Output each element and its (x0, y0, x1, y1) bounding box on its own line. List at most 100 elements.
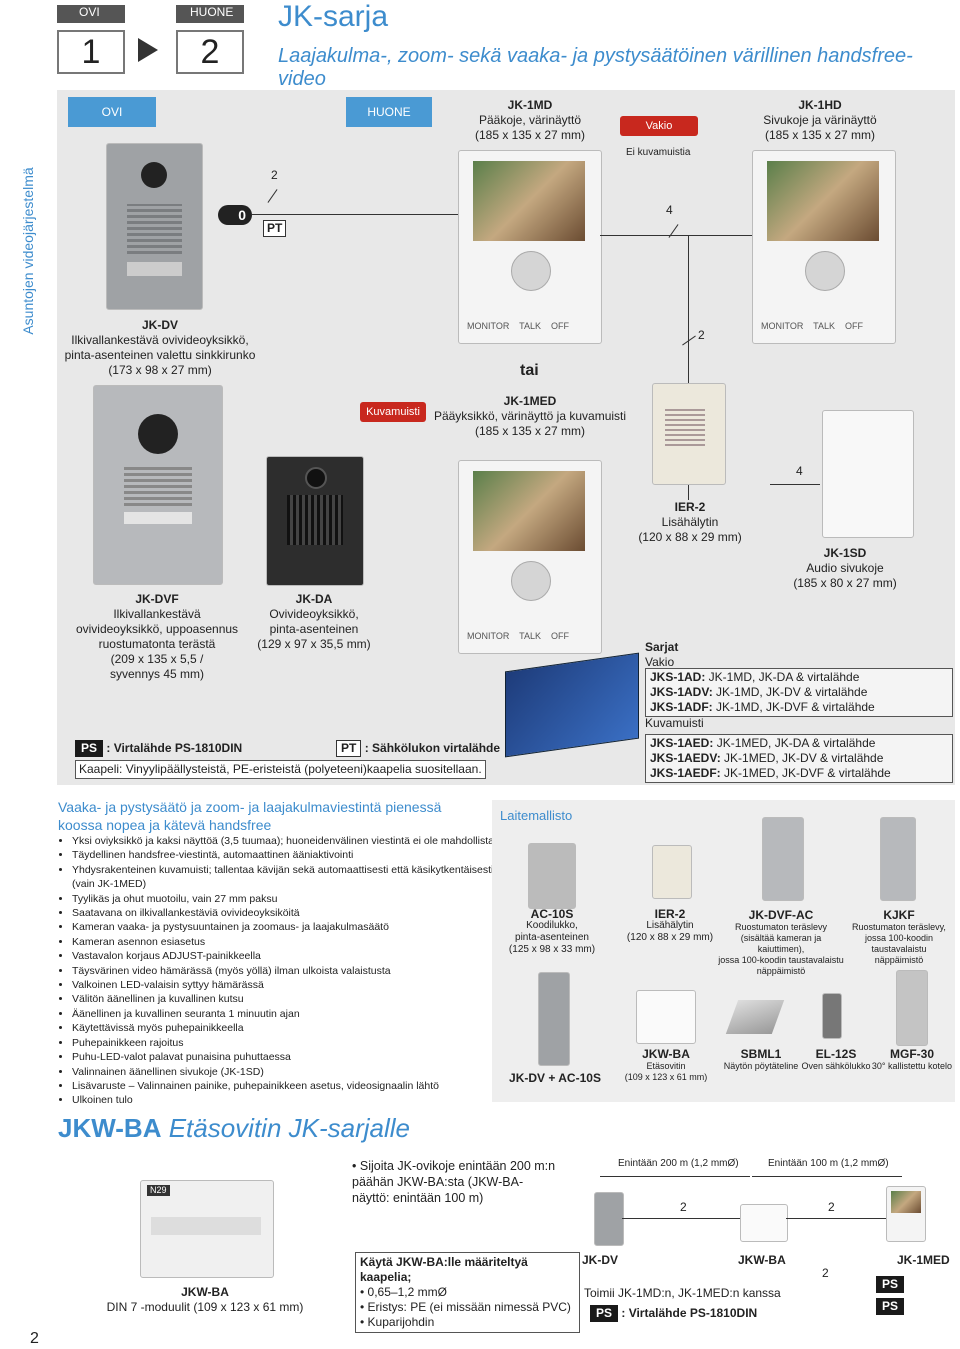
ac-10s-image (528, 843, 576, 909)
system-huone-tag: HUONE (346, 97, 432, 127)
jk-1med-small-image (886, 1186, 926, 1242)
ps-legend: PS : Virtalähde PS-1810DIN (75, 740, 242, 757)
diagram-jk-1med: JK-1MED (897, 1253, 950, 1267)
step-one: 1 (57, 30, 125, 74)
jk-da-image (266, 456, 364, 586)
jk-1med-image: MONITOR TALK OFF (458, 460, 602, 654)
distance-arrow-2 (752, 1176, 902, 1177)
diagram-jkw-ba: JKW-BA (738, 1253, 786, 1267)
wire-sd (770, 484, 820, 485)
list-item: Ulkoinen tulo (72, 1093, 502, 1107)
el-12s-image (822, 993, 842, 1039)
sarjat-block: Sarjat Vakio (645, 640, 679, 669)
jk-dv-ac-10s-image (538, 972, 570, 1066)
kuvamuisti-badge: Kuvamuisti (360, 402, 426, 422)
page-number: 2 (30, 1330, 39, 1347)
ps-box-1: PS (876, 1276, 905, 1293)
diagram-jk-dv: JK-DV (582, 1253, 619, 1267)
list-item: Käytettävissä myös puhepainikkeella (72, 1021, 502, 1035)
cable-spec-box: Käytä JKW-BA:lle määriteltyä kaapelia; •… (355, 1252, 580, 1333)
ps-box-2: PS (876, 1298, 905, 1315)
wire-down (688, 235, 689, 500)
wire-b (786, 1218, 886, 1219)
arrow-right-icon (138, 38, 158, 62)
header-ovi-tag: OVI (57, 5, 125, 23)
distance-arrow-1 (600, 1176, 750, 1177)
list-item: Yhdysrakenteinen kuvamuisti; tallentaa k… (72, 863, 502, 877)
system-ovi-tag: OVI (68, 97, 156, 127)
list-item: Täysvärinen video hämärässä (myös yöllä)… (72, 964, 502, 978)
wire-count-a: 2 (680, 1200, 687, 1214)
jk-dvf-caption: JK-DVF Ilkivallankestävä ovivideoyksikkö… (75, 592, 239, 681)
list-item: Äänellinen ja kuvallinen seuranta 1 minu… (72, 1007, 502, 1021)
list-item: Lisävaruste – Valinnainen painike, puhep… (72, 1079, 502, 1093)
jk-1md-image: MONITOR TALK OFF (458, 150, 602, 344)
wire-count-2: 2 (271, 168, 278, 182)
sbml1-caption: SBML1 Näytön pöytäteline (723, 1047, 799, 1071)
toimii-note: Toimii JK-1MD:n, JK-1MED:n kanssa (584, 1286, 781, 1300)
wire-count-c: 2 (822, 1266, 829, 1280)
wire-count-4b: 4 (796, 464, 803, 478)
vakio-badge: Vakio (620, 116, 698, 136)
list-item: Puhu-LED-valot palavat punaisina puhutta… (72, 1050, 502, 1064)
kaapeli-note: Kaapeli: Vinyylipäällysteistä, PE-eriste… (75, 760, 486, 779)
ei-kuvamuistia: Ei kuvamuistia (626, 147, 691, 158)
jkw-ba-bullet: • Sijoita JK-ovikoje enintään 200 m:n pä… (352, 1159, 556, 1205)
jk-1hd-caption: JK-1HD Sivukoje ja värinäyttö (185 x 135… (763, 98, 877, 142)
list-item: Kameran vaaka- ja pystysuuntainen ja zoo… (72, 920, 502, 934)
mgf-30-caption: MGF-30 30° kallistettu kotelo (871, 1047, 953, 1071)
key-icon: 0 (218, 205, 252, 225)
distance-1: Enintään 200 m (1,2 mmØ) (618, 1158, 739, 1169)
list-item: Täydellinen handsfree-viestintä, automaa… (72, 848, 502, 862)
jk-dvf-ac-image (762, 817, 804, 901)
ier-2-caption: IER-2 Lisähälytin (120 x 88 x 29 mm) (638, 500, 742, 544)
jk-dv-ac-10s-caption: JK-DV + AC-10S (509, 1071, 601, 1085)
kjkf-image (880, 817, 916, 901)
sarjat-kuvamuisti: Kuvamuisti (645, 716, 704, 730)
jk-da-caption: JK-DA Ovivideoyksikkö, pinta-asenteinen … (257, 592, 371, 651)
jk-dvf-ac-caption: JK-DVF-AC Ruostumaton teräslevy (sisältä… (718, 908, 844, 976)
page-subtitle: Laajakulma-, zoom- sekä vaaka- ja pystys… (278, 45, 913, 90)
jk-1sd-caption: JK-1SD Audio sivukoje (185 x 80 x 27 mm) (793, 546, 897, 590)
list-item: Puhepainikkeen rajoitus (72, 1036, 502, 1050)
list-item: Kameran asennon esiasetus (72, 935, 502, 949)
jkw-ba-accessory-image (636, 990, 696, 1044)
list-item: Valinnainen äänellinen sivukoje (JK-1SD) (72, 1065, 502, 1079)
kjkf-caption: KJKF Ruostumaton teräslevy, jossa 100-ko… (852, 908, 946, 965)
sarjat-kuva-box: JKS-1AED: JK-1MED, JK-DA & virtalähde JK… (645, 734, 953, 783)
jkw-ba-section-title: JKW-BA Etäsovitin JK-sarjalle (58, 1113, 411, 1143)
list-item: Välitön äänellinen ja kuvallinen kutsu (72, 992, 502, 1006)
list-item: Vastavalon korjaus ADJUST-painikkeella (72, 949, 502, 963)
ier-2-accessory-image (652, 845, 692, 899)
jk-1med-caption: JK-1MED Pääyksikkö, värinäyttö ja kuvamu… (433, 394, 627, 438)
list-item: Saatavana on ilkivallankestäviä ovivideo… (72, 906, 502, 920)
wire-count-2b: 2 (698, 328, 705, 342)
list-item: (vain JK-1MED) (72, 878, 147, 891)
ier-2-accessory-caption: IER-2 Lisähälytin (120 x 88 x 29 mm) (626, 907, 714, 943)
ac-10s-caption: AC-10S Koodilukko, pinta-asenteinen (125… (508, 907, 596, 955)
list-item: Tyylikäs ja ohut muotoilu, vain 27 mm pa… (72, 892, 502, 906)
jk-dv-caption: JK-DV Ilkivallankestävä ovivideoyksikkö,… (64, 318, 256, 377)
wire-right (600, 235, 752, 236)
distance-2: Enintään 100 m (1,2 mmØ) (768, 1158, 889, 1169)
step-two: 2 (176, 30, 244, 74)
ier-2-image (652, 383, 726, 485)
header-huone-tag: HUONE (176, 5, 244, 23)
jk-1sd-image (822, 410, 914, 538)
feature-list: Yksi oviyksikkö ja kaksi näyttöä (3,5 tu… (58, 834, 502, 1108)
ps-legend-2: PS : Virtalähde PS-1810DIN (590, 1305, 757, 1322)
jk-1hd-image: MONITOR TALK OFF (752, 150, 896, 344)
tai-label: tai (520, 362, 539, 379)
wire-main (252, 214, 458, 215)
pt-box: PT (263, 220, 287, 237)
el-12s-caption: EL-12S Oven sähkölukko (801, 1047, 871, 1071)
sidebar-section-label: Asuntojen videojärjestelmä (20, 167, 36, 335)
list-item: Valkoinen LED-valaisin syttyy hämärässä (72, 978, 502, 992)
page-title: JK-sarja (278, 0, 389, 33)
jkw-ba-accessory-caption: JKW-BA Etäsovitin (109 x 123 x 61 mm) (624, 1047, 708, 1082)
jk-dv-image (106, 143, 203, 310)
wire-a (622, 1218, 740, 1219)
jk-dv-small-image (594, 1192, 624, 1246)
sarjat-vakio-box: JKS-1AD: JK-1MD, JK-DA & virtalähde JKS-… (645, 668, 953, 717)
wire-count-4: 4 (666, 203, 673, 217)
